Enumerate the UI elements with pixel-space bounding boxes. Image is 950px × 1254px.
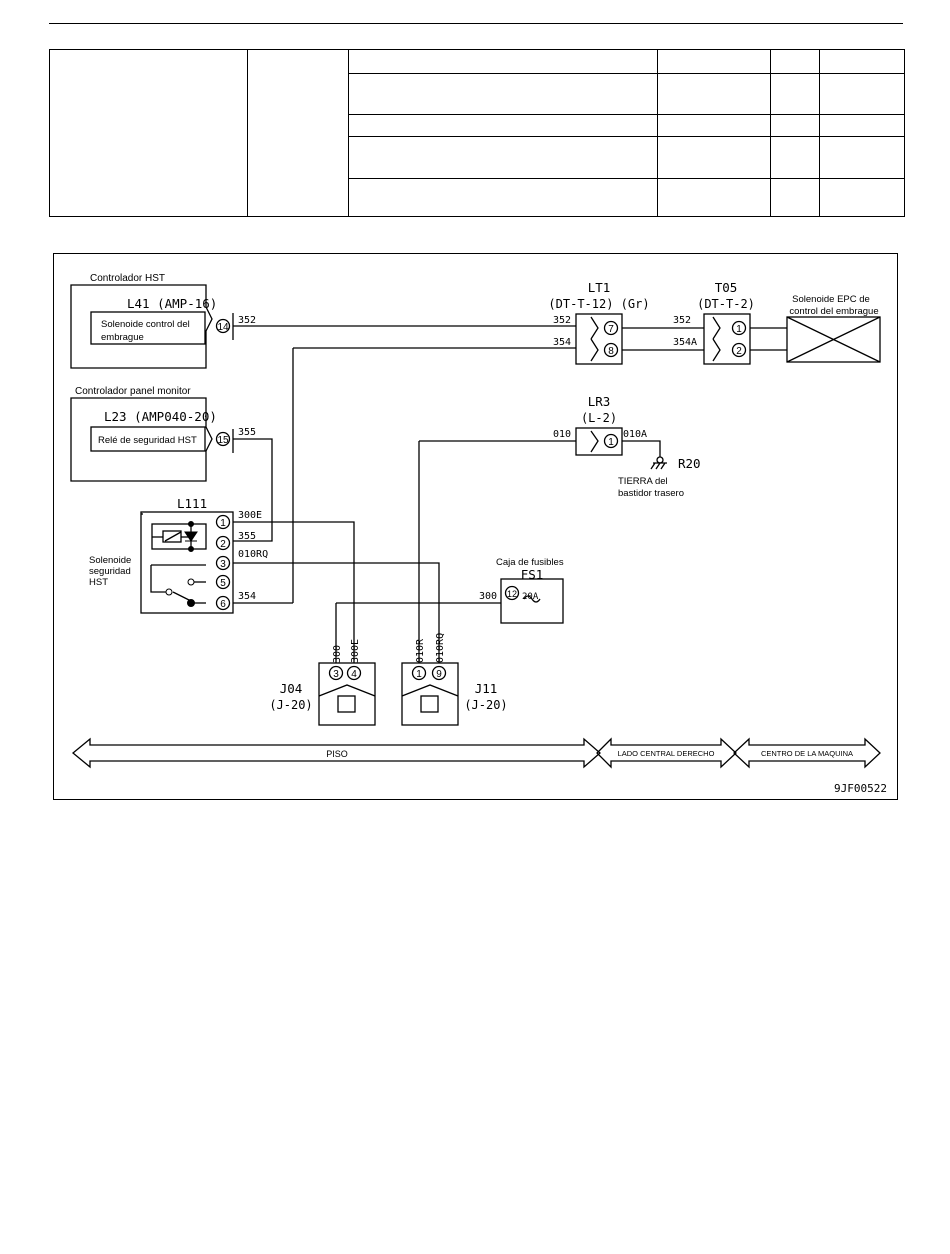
epc-line1: Solenoide EPC de — [792, 294, 870, 305]
l111-pin: 2 — [220, 539, 226, 550]
table-col-line — [348, 50, 349, 216]
l111-pin: 1 — [220, 518, 226, 529]
fs1-title: FS1 — [521, 567, 544, 582]
table-col-line — [819, 50, 820, 216]
j04-sub: (J-20) — [269, 698, 312, 712]
wire-352-label: 352 — [238, 315, 256, 326]
t05-sub: (DT-T-2) — [697, 297, 755, 311]
t05-pin-2: 2 — [736, 346, 742, 357]
tierra-line1: TIERRA del — [618, 476, 668, 487]
caja-fusibles-label: Caja de fusibles — [496, 557, 564, 568]
wiring-diagram-svg: Controlador HST L41 (AMP-16) Solenoide c… — [70, 273, 887, 795]
table-row-line — [348, 178, 904, 179]
fuse-rating: 20A — [522, 592, 539, 602]
wire-354-label: 354 — [553, 337, 571, 348]
table-col-line — [657, 50, 658, 216]
table-row-line — [348, 136, 904, 137]
j04-title: J04 — [280, 681, 303, 696]
wire-010a-label: 010A — [623, 429, 647, 440]
lt1-pin-7: 7 — [608, 324, 614, 335]
j11-sub: (J-20) — [464, 698, 507, 712]
table-col-line — [247, 50, 248, 216]
wire-355-label: 355 — [238, 531, 256, 542]
r20-label: R20 — [678, 456, 701, 471]
epc-line2: control del embrague — [789, 306, 878, 317]
wire-010rq-label: 010RQ — [238, 549, 268, 560]
l41-pin: 14 — [217, 322, 229, 333]
area-centro-maquina: CENTRO DE LA MAQUINA — [761, 749, 853, 758]
wire-300-label: 300 — [332, 645, 343, 663]
controlador-hst-label: Controlador HST — [90, 273, 165, 284]
wire-352-label: 352 — [553, 315, 571, 326]
figure-code: 9JF00522 — [834, 782, 887, 795]
l111-pin: 3 — [220, 559, 226, 570]
table-col-line — [770, 50, 771, 216]
sol-seg-line1: Solenoide — [89, 555, 131, 566]
sol-seg-line2: seguridad — [89, 566, 131, 577]
lr3-title: LR3 — [588, 394, 611, 409]
l111-pin: 6 — [220, 599, 226, 610]
wire-010r-label: 010R — [415, 638, 426, 663]
j04-pin-4: 4 — [351, 669, 357, 680]
j11-pin-9: 9 — [436, 669, 442, 680]
lt1-title: LT1 — [588, 280, 611, 295]
lt1-pin-8: 8 — [608, 346, 614, 357]
wire-010rq-label: 010RQ — [435, 633, 446, 663]
controlador-panel-label: Controlador panel monitor — [75, 386, 191, 397]
wire-355-label: 355 — [238, 427, 256, 438]
lt1-sub: (DT-T-12) (Gr) — [548, 297, 649, 311]
wire-354a-label: 354A — [673, 337, 697, 348]
fs1-pin: 12 — [507, 589, 517, 599]
wire-352-label: 352 — [673, 315, 691, 326]
lr3-pin: 1 — [608, 437, 614, 448]
wire-300-label: 300 — [479, 591, 497, 602]
j04-pin-3: 3 — [333, 669, 339, 680]
j11-pin-1: 1 — [416, 669, 422, 680]
l41-sol-line1: Solenoide control del — [101, 319, 190, 330]
wire-300e-label: 300E — [238, 510, 262, 521]
t05-pin-1: 1 — [736, 324, 742, 335]
l111-pin: 5 — [220, 578, 226, 589]
area-piso: PISO — [326, 749, 348, 759]
l41-sol-line2: embrague — [101, 332, 144, 343]
lr3-sub: (L-2) — [581, 411, 617, 425]
l23-pin: 15 — [217, 435, 229, 446]
area-lado-central: LADO CENTRAL DERECHO — [618, 749, 715, 758]
table-row-line — [348, 73, 904, 74]
l23-title: L23 (AMP040-20) — [104, 409, 217, 424]
table-row-line — [348, 114, 904, 115]
tierra-line2: bastidor trasero — [618, 488, 684, 499]
l41-title: L41 (AMP-16) — [127, 296, 217, 311]
spec-table — [49, 49, 905, 217]
t05-title: T05 — [715, 280, 738, 295]
wiring-diagram: Controlador HST L41 (AMP-16) Solenoide c… — [53, 253, 898, 800]
wire-010-label: 010 — [553, 429, 571, 440]
l111-title: L111 — [177, 496, 207, 511]
sol-seg-line3: HST — [89, 577, 108, 588]
wire-300e-label: 300E — [350, 639, 361, 663]
l23-relay: Relé de seguridad HST — [98, 435, 197, 446]
wire-354-label: 354 — [238, 591, 256, 602]
j11-title: J11 — [475, 681, 498, 696]
header-rule — [49, 23, 903, 24]
